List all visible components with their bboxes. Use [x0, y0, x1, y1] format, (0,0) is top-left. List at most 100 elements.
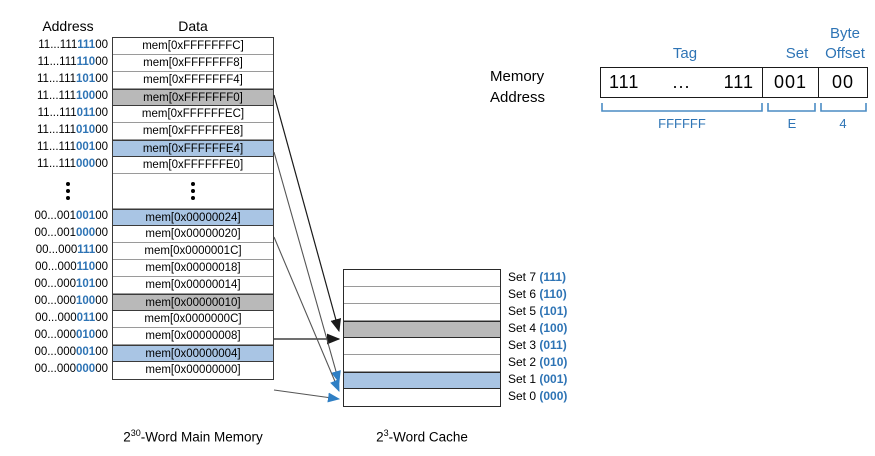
main-memory-caption-exponent: 30: [130, 428, 141, 438]
address-ellipsis: [28, 173, 108, 208]
address-offset-bits: 00: [95, 107, 108, 119]
address-label: 11...11111000: [28, 54, 108, 71]
cache-set-label: Set 7 (111): [508, 269, 638, 286]
address-label: 00...00100100: [28, 208, 108, 225]
cache-set-bits: (011): [539, 338, 567, 352]
address-set-bits: 111: [77, 39, 96, 51]
address-tag-bits: 11...111: [37, 56, 77, 68]
cache-set-bits: (101): [539, 304, 568, 318]
address-set-bits: 110: [76, 261, 96, 273]
address-offset-bits: 00: [95, 158, 108, 170]
tag-field-box: 111 ... 111: [601, 68, 763, 97]
address-tag-bits: 00...000: [34, 278, 77, 290]
cache-row: [344, 304, 500, 321]
byte-field-heading: Byte: [829, 25, 860, 42]
tag-hex-label: FFFFFF: [658, 116, 706, 131]
set-hex-label: E: [787, 116, 797, 131]
main-memory-caption-base: 2: [123, 429, 131, 445]
address-tag-bits: 00...000: [34, 329, 77, 341]
cache-set-bits: (100): [539, 321, 568, 335]
address-set-bits: 100: [76, 90, 96, 102]
memory-row: mem[0xFFFFFFEC]: [113, 106, 273, 123]
cache-set-name: Set 7: [508, 270, 540, 284]
memory-row: mem[0xFFFFFFFC]: [113, 38, 273, 55]
address-tag-bits: 11...111: [38, 39, 78, 51]
address-tag-bits: 00...000: [34, 295, 77, 307]
cache-set-name: Set 5: [508, 304, 540, 318]
address-offset-bits: 00: [95, 124, 108, 136]
cache-set-name: Set 2: [508, 355, 540, 369]
address-offset-bits: 00: [95, 90, 108, 102]
address-field-boxes: 111 ... 111 001 00: [600, 67, 868, 98]
cache-set-name: Set 6: [508, 287, 540, 301]
arrow-blue-mid-to-set1: [273, 236, 340, 393]
address-tag-bits: 00...000: [34, 363, 77, 375]
address-set-bits: 001: [76, 210, 96, 222]
cache-set-label: Set 3 (011): [508, 337, 638, 354]
address-label: 00...00010100: [28, 276, 108, 293]
main-memory-caption-rest: -Word Main Memory: [140, 429, 263, 445]
cache-set-label: Set 1 (001): [508, 371, 638, 388]
memory-row: mem[0x0000001C]: [113, 243, 273, 260]
cache-row: [344, 355, 500, 372]
cache-caption-base: 2: [376, 429, 384, 445]
main-memory-caption: 230-Word Main Memory: [113, 428, 273, 445]
address-offset-bits: 00: [95, 244, 108, 256]
cache-row: [344, 338, 500, 355]
tag-bits-left: 111: [609, 72, 640, 92]
cache-set-label: Set 0 (000): [508, 388, 638, 405]
memory-row-ellipsis: [113, 174, 273, 209]
memory-row: mem[0xFFFFFFF8]: [113, 55, 273, 72]
cache-set-name: Set 0: [508, 389, 540, 403]
address-offset-bits: 00: [95, 363, 108, 375]
memory-row: mem[0xFFFFFFF0]: [113, 89, 273, 106]
address-set-bits: 000: [76, 363, 96, 375]
address-set-bits: 000: [76, 158, 96, 170]
memory-row: mem[0x00000020]: [113, 226, 273, 243]
memory-row: mem[0x00000010]: [113, 294, 273, 311]
address-set-bits: 010: [76, 329, 96, 341]
address-offset-bits: 00: [95, 210, 108, 222]
cache-caption-exponent: 3: [383, 428, 389, 438]
address-tag-bits: 11...111: [37, 158, 77, 170]
cache-set-name: Set 1: [508, 372, 540, 386]
address-label: 11...11110000: [28, 88, 108, 105]
address-label: 00...00011000: [28, 259, 108, 276]
cache-caption-rest: -Word Cache: [388, 429, 468, 445]
cache-set-bits: (110): [539, 287, 567, 301]
cache-set-label: Set 4 (100): [508, 320, 638, 337]
address-label: 11...11101100: [28, 105, 108, 122]
memory-address-label-line2: Address: [490, 89, 546, 106]
cache-set-label-column: Set 7 (111)Set 6 (110)Set 5 (101)Set 4 (…: [508, 269, 638, 405]
address-offset-bits: 00: [95, 278, 108, 290]
memory-address-label-line1: Memory: [490, 68, 545, 85]
set-brace: [767, 103, 816, 112]
memory-address-label: Memory Address: [490, 66, 545, 108]
offset-field-heading: Offset: [825, 45, 865, 62]
address-set-bits: 110: [76, 56, 96, 68]
arrow-blue-low-to-set1: [273, 389, 341, 403]
address-label: 00...00001100: [28, 310, 108, 327]
tag-bits-right: 111: [723, 72, 754, 92]
cache-row: [344, 372, 500, 389]
address-tag-bits: 00...000: [35, 244, 78, 256]
address-offset-bits: 00: [95, 141, 108, 153]
cache-set-bits: (000): [539, 389, 568, 403]
arrow-gray-high-to-set4: [273, 94, 342, 333]
cache-set-label: Set 6 (110): [508, 286, 638, 303]
address-offset-bits: 00: [95, 39, 108, 51]
address-label: 11...11100100: [28, 139, 108, 156]
address-label: 00...00001000: [28, 327, 108, 344]
address-offset-bits: 00: [95, 261, 108, 273]
address-tag-bits: 11...111: [37, 73, 77, 85]
memory-row: mem[0x00000014]: [113, 277, 273, 294]
memory-row: mem[0x00000000]: [113, 362, 273, 379]
offset-brace: [820, 103, 867, 112]
memory-row: mem[0x00000024]: [113, 209, 273, 226]
address-label: 11...11101000: [28, 122, 108, 139]
memory-row: mem[0xFFFFFFE4]: [113, 140, 273, 157]
address-label: 00...00100000: [28, 225, 108, 242]
main-memory-table: mem[0xFFFFFFFC]mem[0xFFFFFFF8] mem[0xFFFF…: [112, 37, 274, 380]
